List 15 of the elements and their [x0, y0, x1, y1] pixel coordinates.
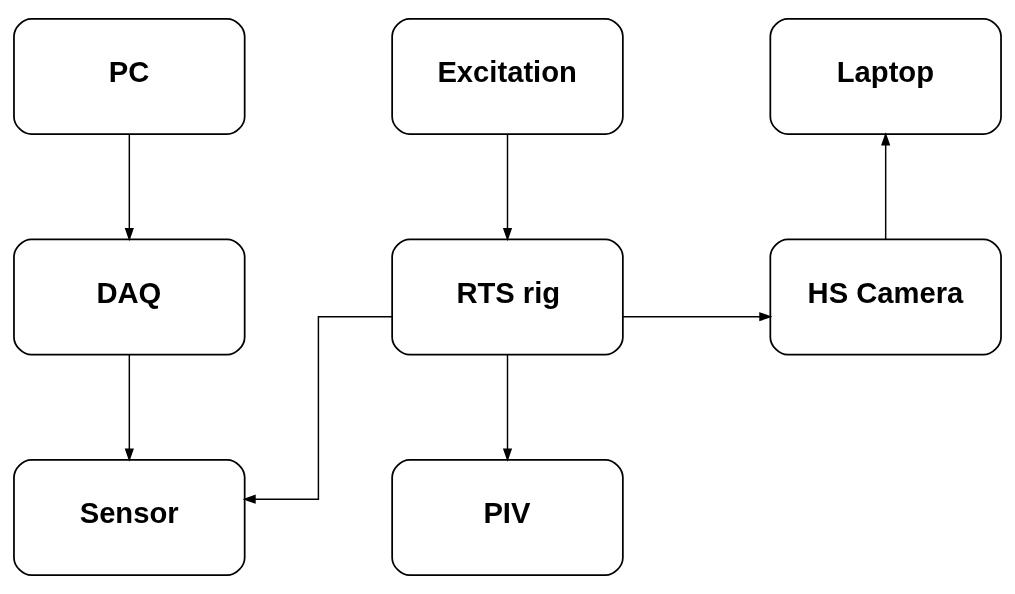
arrow [881, 132, 891, 240]
arrow [242, 315, 393, 504]
arrow [622, 312, 773, 322]
arrow [502, 354, 513, 462]
node-box: PIV [391, 458, 624, 577]
node-box: HS Camera [769, 238, 1002, 356]
arrow [502, 133, 513, 242]
node-box: Sensor [13, 458, 246, 577]
node-box: Laptop [769, 17, 1002, 136]
node-box: RTS rig [391, 238, 624, 356]
node-box: DAQ [13, 238, 246, 356]
node-box: PC [13, 17, 246, 136]
node-box: Excitation [391, 17, 624, 136]
arrow [124, 133, 134, 242]
arrow [124, 354, 134, 462]
